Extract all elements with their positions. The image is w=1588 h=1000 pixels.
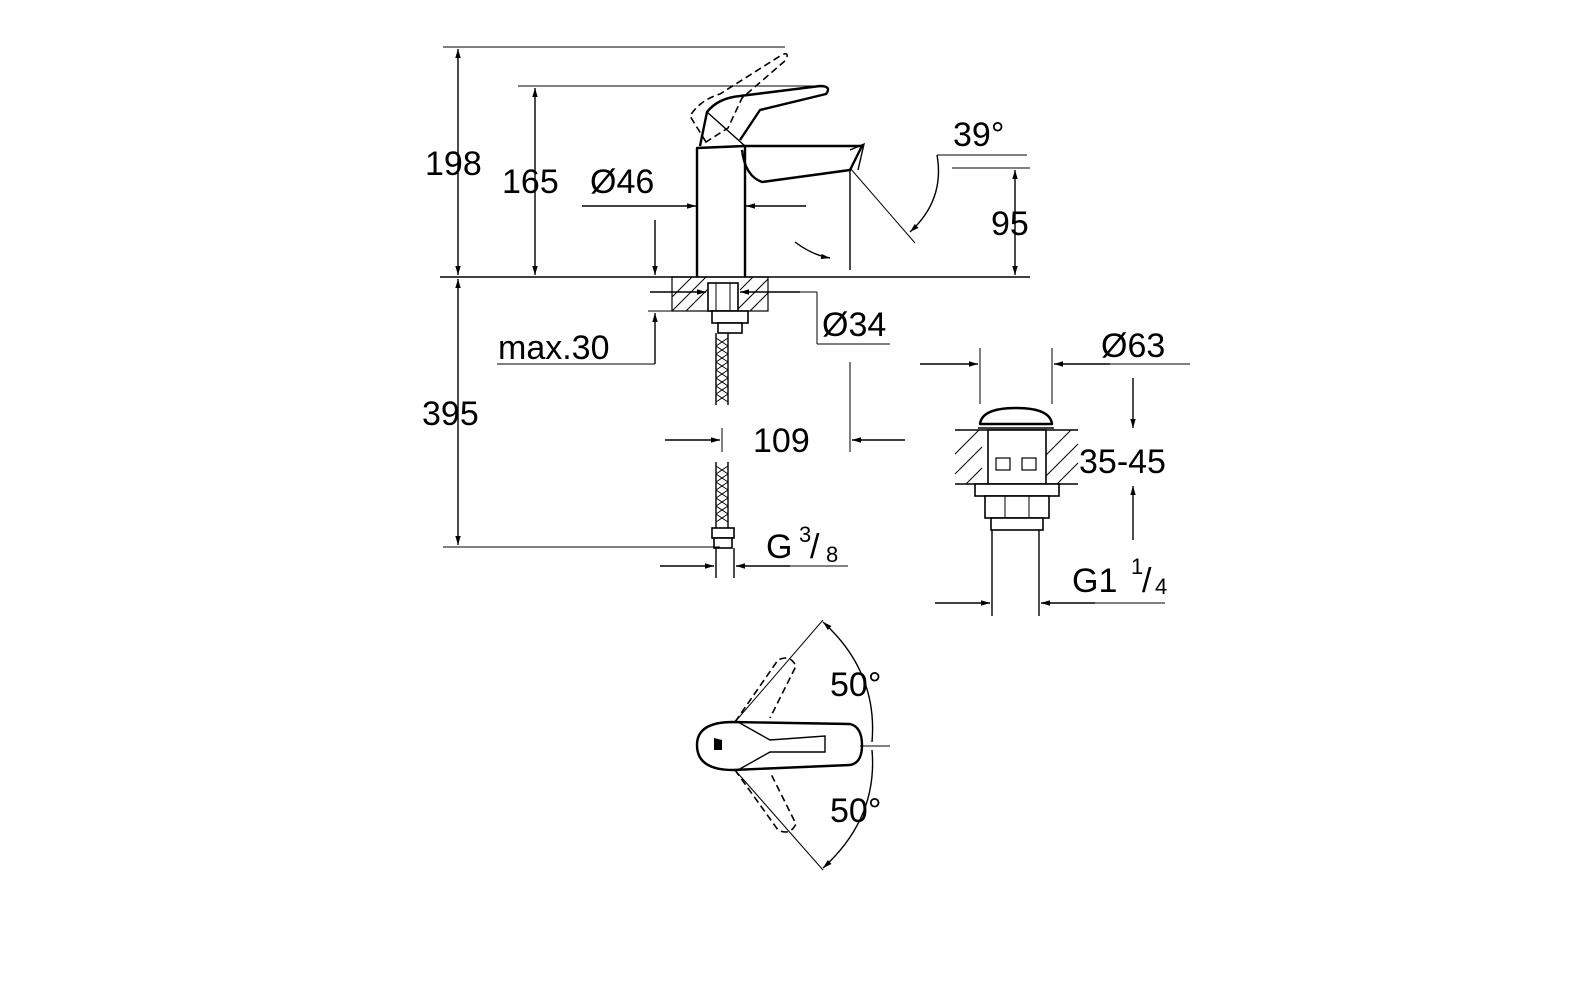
dimension-labels: 198 165 Ø46 39° 95 Ø34 max.30 395 109 G … <box>422 116 1167 830</box>
flexible-hose <box>711 333 735 578</box>
dim-rotation-left: 50° <box>830 666 881 704</box>
dim-spout-angle: 39° <box>953 116 1004 154</box>
dim-max-deck: max.30 <box>498 329 610 367</box>
dim-waste-main: G1 <box>1072 562 1117 600</box>
deck-section <box>671 276 769 334</box>
dim-waste-diameter: Ø63 <box>1101 327 1165 365</box>
dim-spout-height: 95 <box>991 205 1029 243</box>
fraction-slash: / <box>810 528 820 566</box>
dim-waste-den: 4 <box>1155 574 1167 599</box>
waste-drain-view <box>920 348 1190 616</box>
dim-connection-den: 8 <box>826 542 838 567</box>
dim-hose-length: 395 <box>422 395 479 433</box>
dim-connection-main: G <box>766 528 792 566</box>
dim-lever-height: 165 <box>502 163 559 201</box>
dim-hole-diameter: Ø34 <box>822 306 886 344</box>
dim-connection-num: 3 <box>799 522 811 547</box>
dim-reach: 109 <box>753 422 810 460</box>
dim-body-diameter: Ø46 <box>590 163 654 201</box>
fraction-slash-waste: / <box>1142 562 1152 600</box>
dim-total-height: 198 <box>425 145 482 183</box>
dim-waste-num: 1 <box>1131 554 1143 579</box>
dimension-lines <box>443 46 1030 569</box>
faucet-top-view <box>695 619 890 871</box>
dim-waste-deck: 35-45 <box>1079 443 1166 481</box>
dim-rotation-right: 50° <box>830 792 881 830</box>
